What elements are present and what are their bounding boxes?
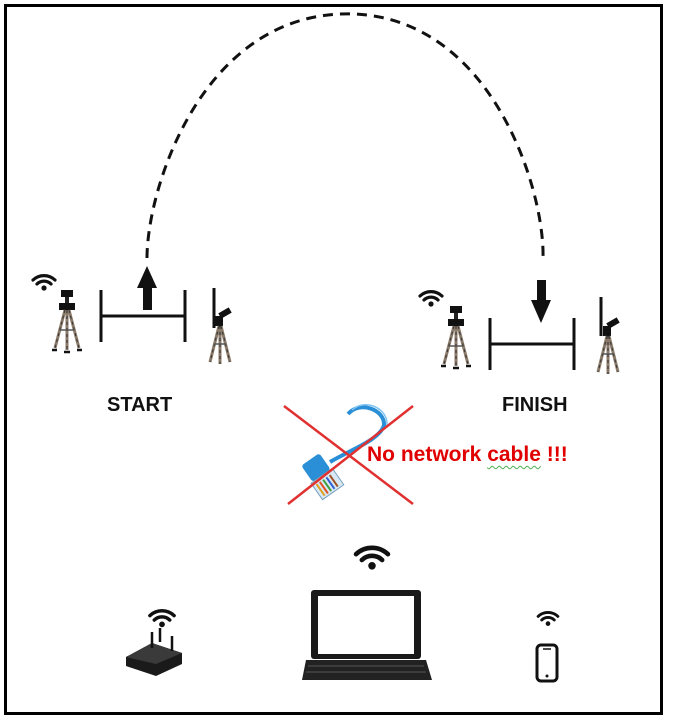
warning-underlined-word: cable <box>487 443 541 466</box>
warning-prefix: No network <box>367 443 488 466</box>
finish-label: FINISH <box>502 394 568 416</box>
laptop-icon <box>302 590 432 680</box>
smartphone-icon <box>535 643 559 683</box>
start-gate <box>99 266 187 342</box>
finish-left-wifi-icon <box>418 290 444 309</box>
laptop-wifi-icon <box>356 548 388 570</box>
router-wifi-icon <box>148 609 176 630</box>
finish-gate <box>488 280 576 370</box>
finish-left-tripod-icon <box>439 304 473 370</box>
dashed-arc-path <box>145 12 545 259</box>
start-left-wifi-icon <box>31 274 57 293</box>
no-network-cable-warning: No network cable !!! <box>367 443 568 467</box>
start-label: START <box>107 394 173 416</box>
down-arrow-icon <box>537 280 546 302</box>
network-cable-icon <box>283 404 414 505</box>
diagram-frame <box>4 4 663 715</box>
phone-wifi-icon <box>536 611 560 628</box>
warning-suffix: !!! <box>540 443 568 466</box>
start-left-tripod-icon <box>50 288 84 354</box>
wifi-router-icon <box>126 628 182 676</box>
cross-line-2 <box>287 405 414 505</box>
up-arrow-icon <box>143 285 152 310</box>
